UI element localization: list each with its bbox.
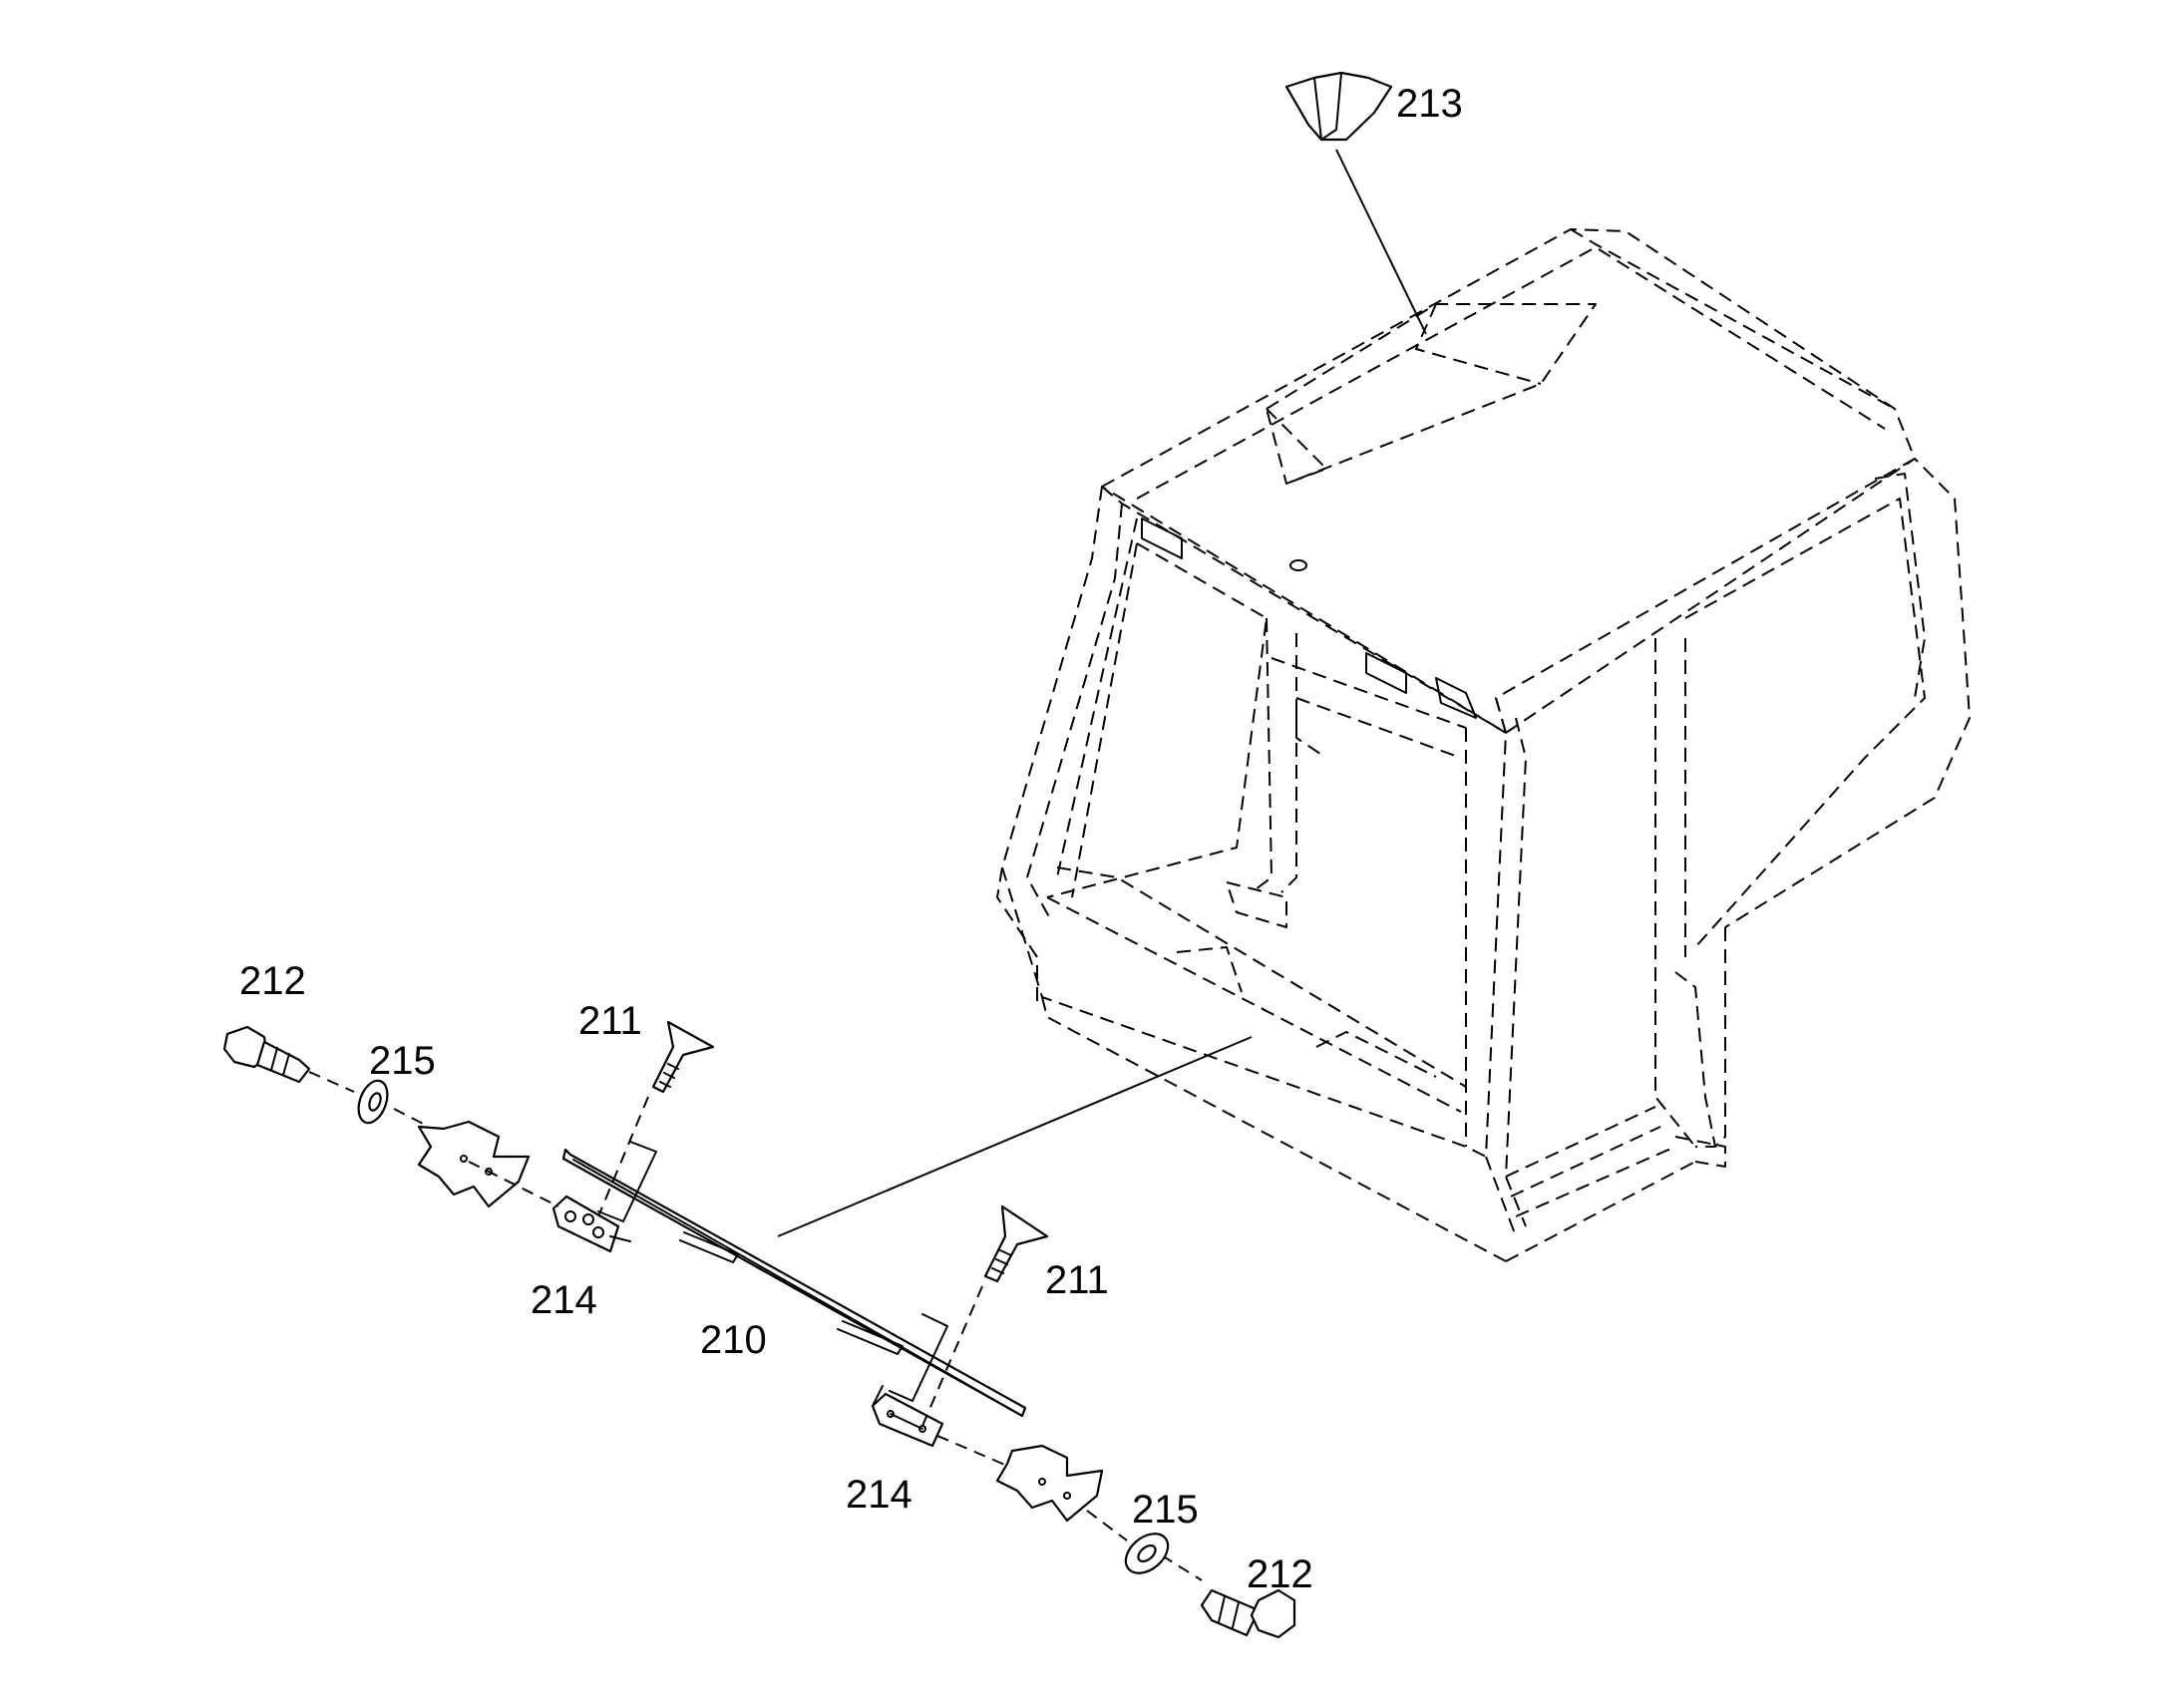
- part-212-bolt-upper: [222, 1025, 311, 1084]
- callout-214-lower: 214: [846, 1473, 912, 1517]
- leader-210: [777, 1036, 1253, 1237]
- part-211-screw-lower: [983, 1204, 1049, 1283]
- part-212-bolt-lower: [1200, 1588, 1296, 1639]
- callout-215-lower: 215: [1132, 1488, 1199, 1532]
- axis-bolt-upper: [308, 1071, 355, 1093]
- part-215-washer-lower: [1124, 1533, 1170, 1574]
- axis-screw-upper: [597, 1096, 649, 1217]
- cab-body: [996, 228, 1971, 1262]
- callout-211-upper: 211: [578, 999, 642, 1043]
- part-211-screw-upper: [651, 1020, 715, 1094]
- part-210-wiper-blade: [561, 1148, 1027, 1418]
- callout-215-upper: 215: [369, 1039, 436, 1083]
- callout-212-upper: 212: [239, 959, 306, 1003]
- callout-214-upper: 214: [531, 1278, 597, 1322]
- part-214-bracket-left: [551, 1195, 631, 1253]
- callout-210: 210: [700, 1318, 767, 1362]
- gasket-lower: [995, 1444, 1104, 1523]
- part-214-bracket-right: [871, 1385, 944, 1448]
- sleeve-lower: [889, 1313, 948, 1402]
- part-213-roof-cap: [1284, 71, 1393, 142]
- callout-213: 213: [1396, 82, 1463, 126]
- axis-upper-assembly: [393, 1108, 559, 1207]
- callout-212-lower: 212: [1247, 1552, 1313, 1596]
- part-215-washer-upper: [357, 1079, 389, 1125]
- sleeve-upper: [597, 1141, 657, 1222]
- axis-screw-lower: [921, 1285, 983, 1427]
- axis-bolt-lower: [1161, 1554, 1203, 1581]
- leader-213: [1335, 149, 1427, 335]
- callout-211-lower: 211: [1045, 1258, 1109, 1302]
- axis-lower-assembly: [936, 1435, 1128, 1541]
